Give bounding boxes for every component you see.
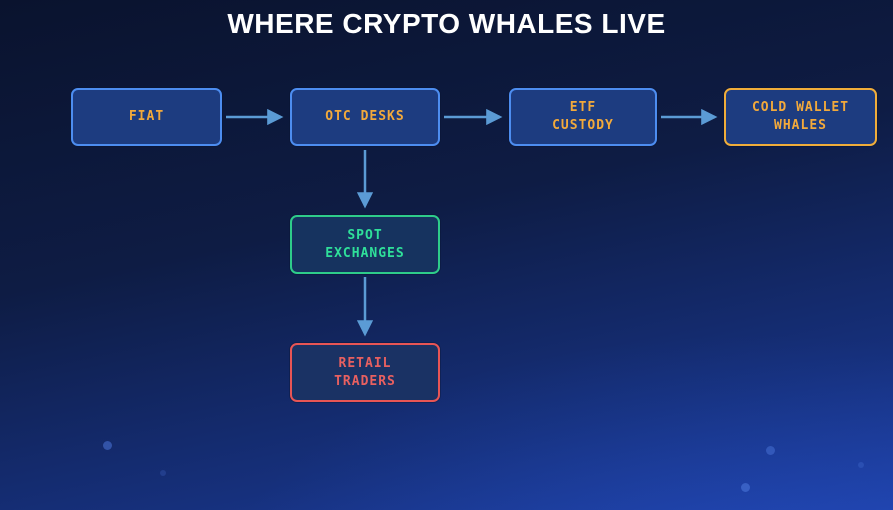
node-label: COLD WALLET (751, 100, 850, 115)
node-spot-exchanges: SPOT EXCHANGES (290, 215, 440, 274)
node-label: SPOT (347, 227, 383, 243)
node-otc-desks: OTC DESKS (290, 88, 440, 146)
node-retail-traders: RETAIL TRADERS (290, 343, 440, 402)
node-label: ETF (569, 100, 597, 115)
page-title: WHERE CRYPTO WHALES LIVE (227, 8, 666, 39)
decor-dot (741, 483, 750, 492)
decor-dot (103, 441, 112, 450)
node-label: WHALES (774, 118, 827, 133)
decor-dot (160, 470, 166, 476)
node-cold-wallet-whales: COLD WALLET WHALES (724, 88, 877, 146)
node-fiat: FIAT (71, 88, 222, 146)
decor-dot (858, 462, 864, 468)
node-label: EXCHANGES (325, 245, 405, 261)
decor-dot (766, 446, 775, 455)
node-label: TRADERS (334, 373, 396, 389)
node-label: RETAIL (338, 355, 392, 371)
node-label: CUSTODY (552, 118, 614, 133)
node-etf-custody: ETF CUSTODY (509, 88, 657, 146)
node-label: FIAT (128, 109, 165, 124)
node-label: OTC DESKS (325, 109, 405, 124)
